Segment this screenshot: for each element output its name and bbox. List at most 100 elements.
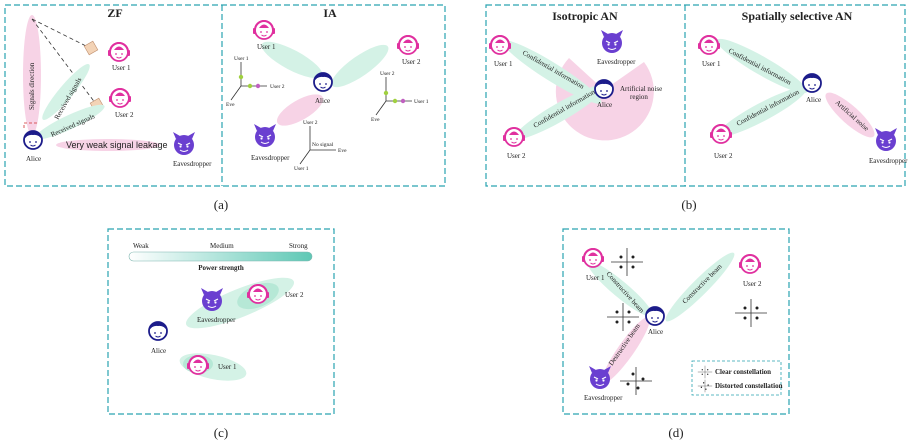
zf-alice-label: Alice (26, 155, 41, 163)
constellation-user2 (734, 298, 768, 328)
c-user2-label: User 2 (285, 291, 304, 299)
ia-axes-left-dot-1 (238, 74, 244, 80)
constructive-beam-1 (587, 261, 653, 317)
selective-title: Spatially selective AN (742, 9, 853, 23)
isotropic-conf-beam-1 (502, 40, 602, 104)
ia-user1-label: User 1 (257, 43, 276, 51)
selective-an-beam (825, 92, 875, 138)
isotropic-user1-icon (488, 35, 512, 55)
selective-conf-beam-1 (716, 38, 808, 94)
isotropic-alice-icon (594, 78, 614, 99)
d-eve-icon (588, 365, 612, 390)
constructive-beam-2 (665, 252, 735, 322)
panel-d: Constructive beam Constructive beam Dest… (562, 228, 790, 440)
ia-axes-left-user2: User 2 (270, 84, 285, 90)
constructive-beam-label-1: Constructive beam (605, 270, 647, 315)
zf-subpanel: ZF Signals direction Received signals Re… (23, 6, 212, 168)
selective-user1-icon (697, 35, 721, 55)
ia-axes-right-dot-1 (383, 90, 389, 96)
ia-axes-left-eve: Eve (226, 102, 235, 108)
panel-a-frame (4, 4, 446, 187)
selective-eve-label: Eavesdropper (869, 157, 908, 165)
selective-alice-icon (802, 72, 822, 93)
ia-axes-bottom-user1: User 1 (294, 166, 309, 172)
zf-user2-icon (108, 88, 132, 108)
weak-leakage-beam (56, 139, 160, 151)
zf-angle-marker (23, 122, 38, 128)
ia-axes-bottom-user2: User 2 (303, 120, 318, 126)
zf-dashed-line-2 (31, 18, 97, 105)
zf-title: ZF (107, 6, 122, 20)
selective-user2-label: User 2 (714, 152, 733, 160)
ia-axes-right-user2: User 2 (380, 71, 395, 77)
d-alice-icon (645, 305, 665, 326)
ia-user2-label: User 2 (402, 58, 421, 66)
selective-conf-beam-2 (717, 87, 807, 137)
ia-alice-icon (313, 71, 333, 92)
received-signals-beam-1 (42, 64, 90, 120)
legend-strong-label: Strong (289, 242, 308, 250)
d-legend: Clear constellation Distorted constellat… (691, 360, 783, 396)
ia-axes-right-eve: Eve (371, 117, 380, 123)
selective-subpanel: Spatially selective AN Confidential info… (697, 9, 908, 165)
ia-beam-eve (276, 94, 324, 126)
selective-user2-icon (709, 124, 733, 144)
isotropic-an-label-2: region (630, 93, 648, 101)
ia-axes-left-dot-3 (255, 83, 261, 89)
c-eve-label: Eavesdropper (197, 316, 236, 324)
ia-axes-right-dot-3 (400, 98, 406, 104)
zf-precoder-box-1 (83, 40, 99, 56)
zf-eve-icon (172, 131, 196, 156)
d-alice-label: Alice (648, 328, 663, 336)
d-legend-box (691, 360, 782, 396)
isotropic-an-label-1: Artificial noise (620, 85, 662, 93)
ia-no-signal-label: No signal (312, 142, 334, 148)
zf-alice-icon (23, 129, 43, 150)
ia-beam-user2 (331, 44, 389, 88)
isotropic-subpanel: Isotropic AN Confidential information Co… (488, 9, 662, 160)
zf-user1-icon (107, 42, 131, 62)
constructive-beam-label-2: Constructive beam (681, 262, 724, 305)
panel-a: ZF Signals direction Received signals Re… (4, 4, 446, 212)
ia-axes-left-user1: User 1 (234, 56, 249, 62)
ia-eve-icon (253, 123, 277, 148)
isotropic-title: Isotropic AN (552, 9, 618, 23)
selective-conf-label-2: Confidential information (735, 88, 801, 128)
ia-eve-label: Eavesdropper (251, 154, 290, 162)
selective-conf-label-1: Confidential information (727, 47, 793, 87)
ia-axes-right-user1: User 1 (414, 99, 429, 105)
legend-distorted-label: Distorted constellation (715, 382, 783, 390)
ia-axes-left: User 1 User 2 Eve (226, 56, 285, 108)
destructive-beam (602, 316, 650, 384)
isotropic-an-region (555, 58, 654, 141)
ia-alice-label: Alice (315, 97, 330, 105)
panel-b: Isotropic AN Confidential information Co… (485, 4, 908, 212)
ia-beam-user1 (261, 41, 323, 79)
legend-weak-label: Weak (133, 242, 149, 250)
ia-axes-bottom-eve: Eve (338, 148, 347, 154)
power-strength-label: Power strength (198, 264, 244, 272)
caption-a: (a) (214, 197, 228, 212)
caption-d: (d) (668, 425, 683, 440)
c-alice-label: Alice (151, 347, 166, 355)
panel-d-frame (562, 228, 790, 415)
ia-axes-right: User 2 User 1 Eve (371, 71, 429, 123)
ia-subpanel: IA User 1 User 2 Alice Eavesdropper User… (226, 6, 429, 172)
panel-c: Weak Medium Strong Power strength User 2… (107, 228, 335, 440)
d-user1-icon (581, 248, 605, 268)
zf-eve-label: Eavesdropper (173, 160, 212, 168)
zf-user2-label: User 2 (115, 111, 134, 119)
isotropic-user1-label: User 1 (494, 60, 513, 68)
ia-user2-icon (396, 35, 420, 55)
isotropic-alice-label: Alice (597, 101, 612, 109)
selective-alice-label: Alice (806, 96, 821, 104)
ia-user1-icon (252, 20, 276, 40)
isotropic-eve-icon (600, 29, 624, 54)
signals-direction-beam (23, 15, 41, 135)
weak-leakage-label: Very weak signal leakage (66, 140, 168, 150)
zf-user1-label: User 1 (112, 64, 131, 72)
isotropic-eve-label: Eavesdropper (597, 58, 636, 66)
ia-axes-bottom: User 2 Eve User 1 No signal (294, 120, 347, 172)
received-signals-beam-2 (35, 104, 105, 140)
